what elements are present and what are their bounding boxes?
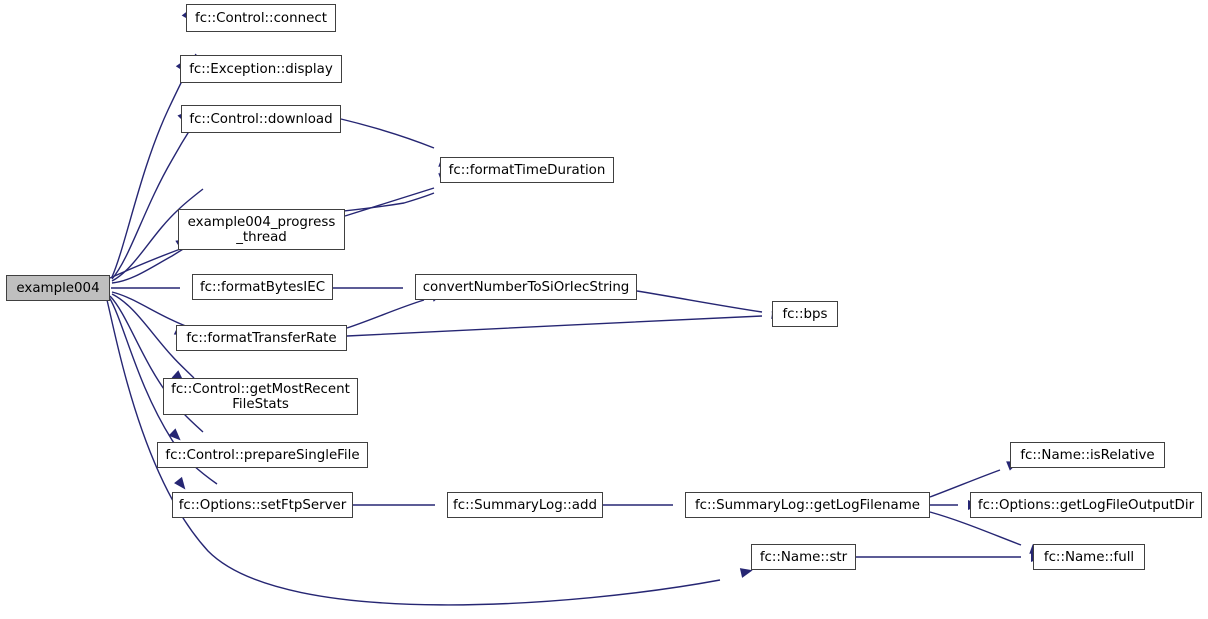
call-edge-progressThread-to-formatTimeDuration [344,187,435,217]
call-edge-example004-to-display [111,109,204,280]
graph-node-download[interactable]: fc::Control::download [181,105,341,133]
graph-node-label: fc::Options::setFtpServer [178,497,347,513]
graph-node-label: fc::bps [782,306,828,322]
graph-node-formatTimeDuration[interactable]: fc::formatTimeDuration [440,157,614,183]
graph-node-label: fc::Name::str [759,549,848,565]
call-edge-convertNumber-to-bps [636,290,763,313]
graph-node-label: fc::Name::full [1043,549,1135,565]
graph-node-connect[interactable]: fc::Control::connect [186,4,336,32]
graph-node-label: fc::formatTimeDuration [448,162,606,178]
graph-node-label: fc::formatBytesIEC [199,279,326,295]
graph-node-label: fc::Exception::display [189,61,333,77]
graph-node-label: example004 [16,280,100,296]
graph-node-label: fc::Control::getMostRecent FileStats [171,381,350,412]
graph-node-convertNumber[interactable]: convertNumberToSiOrIecString [415,274,637,300]
graph-node-nameFull[interactable]: fc::Name::full [1033,544,1145,570]
graph-node-formatTransferRate[interactable]: fc::formatTransferRate [176,325,347,351]
graph-node-label: fc::formatTransferRate [186,330,337,346]
graph-node-label: fc::Control::connect [195,10,327,26]
graph-node-label: fc::Control::prepareSingleFile [165,447,360,463]
graph-node-bps[interactable]: fc::bps [772,301,838,327]
call-edge-formatTransferRate-to-convertNumber [346,299,425,329]
call-edge-download-to-formatTimeDuration [340,118,435,149]
graph-node-formatBytesIEC[interactable]: fc::formatBytesIEC [192,274,333,300]
graph-node-label: convertNumberToSiOrIecString [422,279,630,295]
graph-node-progressThread[interactable]: example004_progress _thread [178,209,345,250]
graph-node-display[interactable]: fc::Exception::display [180,55,342,83]
graph-node-label: fc::SummaryLog::add [453,497,597,513]
graph-node-getLogFilename[interactable]: fc::SummaryLog::getLogFilename [685,492,930,518]
graph-node-summaryLogAdd[interactable]: fc::SummaryLog::add [447,492,603,518]
graph-node-example004[interactable]: example004 [6,275,110,301]
graph-node-setFtpServer[interactable]: fc::Options::setFtpServer [172,492,353,518]
graph-node-nameStr[interactable]: fc::Name::str [751,544,856,570]
graph-node-getMostRecentFileStats[interactable]: fc::Control::getMostRecent FileStats [163,378,358,415]
graph-node-isRelative[interactable]: fc::Name::isRelative [1010,442,1165,468]
graph-node-label: fc::SummaryLog::getLogFilename [694,497,921,513]
graph-node-label: fc::Control::download [189,111,333,127]
graph-node-label: fc::Options::getLogFileOutputDir [977,497,1195,513]
arrowhead-example004-to-setFtpServer [174,476,186,490]
graph-node-getLogFileOutputDir[interactable]: fc::Options::getLogFileOutputDir [970,492,1202,518]
graph-node-prepareSingleFile[interactable]: fc::Control::prepareSingleFile [157,442,368,468]
graph-node-label: example004_progress _thread [187,214,336,245]
call-edge-formatTransferRate-to-bps [346,315,763,337]
graph-node-label: fc::Name::isRelative [1020,447,1155,463]
